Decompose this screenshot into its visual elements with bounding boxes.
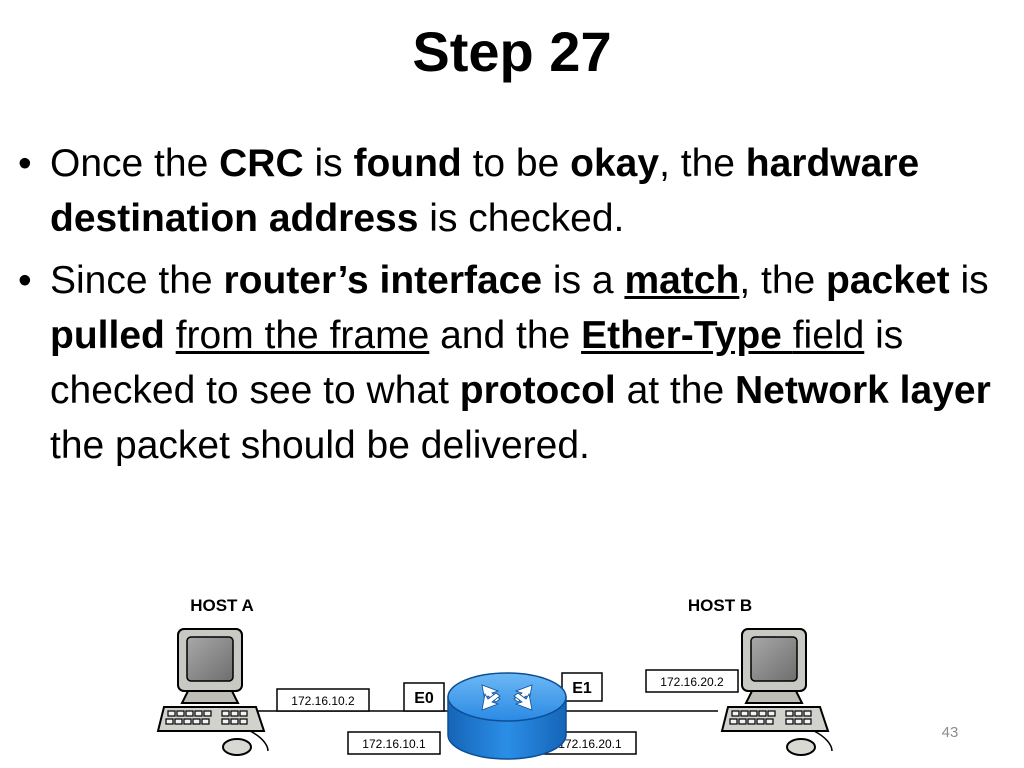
router-e1-label: E1 — [572, 680, 592, 697]
host-b-label: HOST B — [688, 596, 752, 615]
bullet-bold-text: packet — [826, 259, 950, 302]
router-e0-label-box — [403, 682, 445, 712]
router-e0-ip: 172.16.10.1 — [362, 737, 426, 751]
bullet-text: at the — [615, 369, 735, 412]
bullet-bold-text: protocol — [459, 369, 616, 412]
bullet-bold-text: CRC — [219, 142, 304, 185]
bullet-text: is a — [542, 259, 625, 302]
bullet-bold-text: router’s interface — [223, 259, 543, 302]
bullet-bold-underlined-text: match — [624, 259, 740, 302]
bullet-text: is checked to see to what — [50, 314, 904, 412]
bullet-bold-text: Network layer — [734, 369, 991, 412]
bullet-item-2: • Since the router’s interface is a matc… — [18, 253, 1008, 473]
page-number: 43 — [941, 724, 959, 741]
router-e0-label: E0 — [414, 690, 434, 707]
bullet-underlined-text: field — [792, 314, 865, 357]
bullet-text: and the — [429, 314, 582, 357]
bullet-underlined-text: from the frame — [175, 314, 430, 357]
network-diagram: HOST A HOST B — [156, 596, 833, 760]
router-e1-label-box — [561, 672, 603, 702]
bullet-bold-text: hardware destination address — [50, 142, 920, 240]
bullet-text: to be — [461, 142, 571, 185]
host-a-ip-box — [276, 688, 370, 712]
router-e0-ip-box — [347, 731, 441, 755]
bullet-marker: • — [18, 142, 32, 185]
bullet-text: is — [949, 259, 989, 302]
slide-title: Step 27 — [412, 20, 612, 83]
bullet-bold-text: okay — [570, 142, 660, 185]
bullet-text: , the — [739, 259, 827, 302]
bullet-text: is — [303, 142, 354, 185]
bullet-item-1: • Once the CRC is found to be okay, the … — [18, 136, 1008, 246]
bullet-text: is checked. — [418, 197, 625, 240]
host-a-ip: 172.16.10.2 — [291, 694, 355, 708]
router-e1-ip: 172.16.20.1 — [558, 737, 622, 751]
host-a-computer-icon — [156, 628, 269, 756]
bullet-text: Once the — [50, 142, 220, 185]
bullet-bold-text: pulled — [50, 314, 165, 357]
host-b-ip: 172.16.20.2 — [660, 675, 724, 689]
bullet-text — [165, 314, 176, 357]
bullet-marker: • — [18, 259, 32, 302]
host-a-label: HOST A — [190, 596, 254, 615]
bullet-text: the packet should be delivered. — [50, 424, 590, 467]
bullet-list: • Once the CRC is found to be okay, the … — [18, 136, 1008, 480]
router-icon — [447, 672, 567, 760]
host-b-computer-icon — [720, 628, 833, 756]
bullet-text: Since the — [50, 259, 224, 302]
bullet-text: , the — [659, 142, 746, 185]
bullet-bold-underlined-text: Ether-Type — [581, 314, 793, 357]
bullet-bold-text: found — [353, 142, 462, 185]
host-b-ip-box — [645, 669, 739, 693]
